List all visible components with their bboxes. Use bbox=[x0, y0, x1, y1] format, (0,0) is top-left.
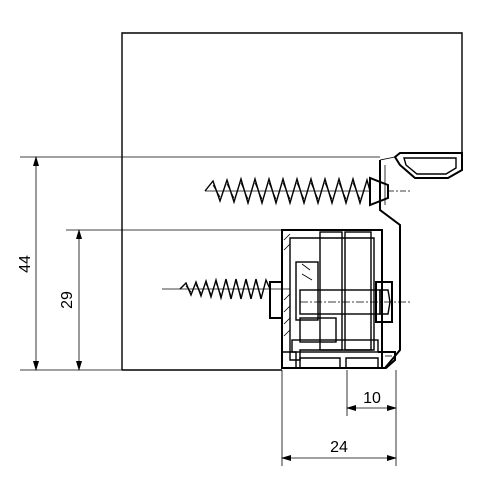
upper-hinge-profile bbox=[379, 152, 463, 369]
lower-hinge-profile bbox=[378, 351, 396, 369]
dimension-label-29: 29 bbox=[59, 291, 76, 309]
upper-screw bbox=[204, 176, 410, 207]
dimension-label-24: 24 bbox=[330, 439, 348, 456]
dimension-label-10: 10 bbox=[363, 390, 381, 407]
hinge-hatching bbox=[283, 233, 313, 337]
socket-bolt bbox=[299, 281, 412, 323]
upper-screw-thread bbox=[204, 176, 371, 206]
hinge-body bbox=[281, 229, 383, 369]
lower-screw bbox=[162, 277, 290, 319]
door-frame-outline bbox=[121, 32, 463, 371]
lower-screw-thread bbox=[179, 277, 271, 301]
dimension-lines bbox=[20, 156, 397, 466]
dimension-label-44: 44 bbox=[17, 255, 34, 273]
